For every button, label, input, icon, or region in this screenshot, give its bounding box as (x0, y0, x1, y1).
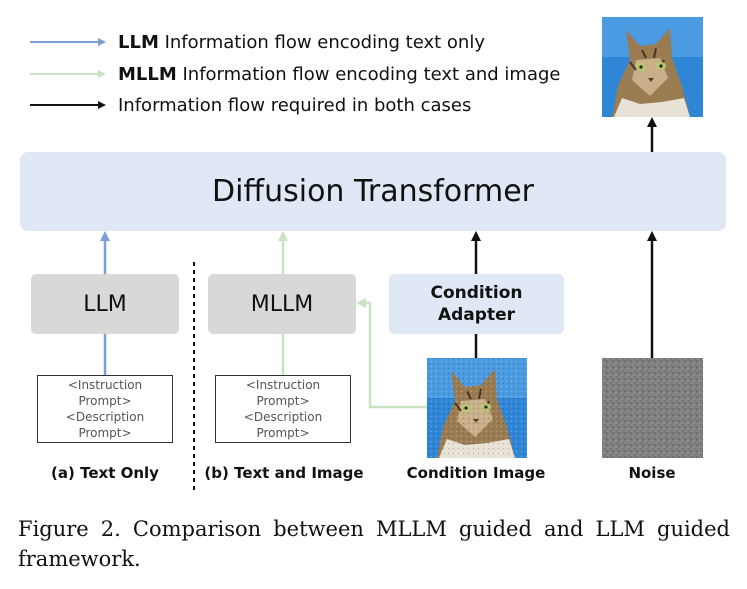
output-cat-image (602, 17, 703, 117)
prompt-box-text-only: <Instruction Prompt> <Description Prompt… (37, 375, 173, 443)
prompt-box-text-image: <Instruction Prompt> <Description Prompt… (215, 375, 351, 443)
prompt-a-line2: Prompt> (78, 394, 132, 408)
label-text-only: (a) Text Only (51, 464, 159, 482)
legend-mllm-arrow-icon (30, 70, 106, 78)
prompt-b-line3: <Description (243, 410, 323, 424)
prompt-a-line1: <Instruction (67, 378, 143, 392)
legend-llm-bold: LLM (118, 31, 159, 53)
prompt-b-line1: <Instruction (245, 378, 321, 392)
legend-mllm-text: Information flow encoding text and image (176, 63, 561, 85)
diffusion-transformer-block: Diffusion Transformer (20, 152, 726, 231)
legend-llm-arrow-icon (30, 38, 106, 46)
condition-adapter-line2: Adapter (437, 305, 515, 325)
legend-llm-text: Information flow encoding text only (158, 31, 485, 53)
llm-block: LLM (31, 274, 179, 334)
condition-adapter-line1: Condition (430, 283, 523, 303)
legend-both-arrow-icon (30, 101, 106, 109)
arrow-image-to-mllm (364, 301, 427, 409)
prompt-a-line3: <Description (65, 410, 145, 424)
figure-caption: Figure 2. Comparison between MLLM guided… (18, 517, 730, 571)
legend-both: Information flow required in both cases (30, 92, 471, 118)
noise-image (602, 358, 703, 458)
condition-adapter-block: Condition Adapter (389, 274, 564, 334)
arrowhead-dit-to-output (647, 117, 657, 127)
legend-llm: LLM Information flow encoding text only (30, 29, 485, 55)
legend-both-text: Information flow required in both cases (118, 94, 472, 116)
arrowhead-noise-to-dit (647, 231, 657, 241)
arrowhead-llm-to-dit (100, 231, 110, 241)
label-text-and-image: (b) Text and Image (204, 464, 364, 482)
arrowhead-adapter-to-dit (471, 231, 481, 241)
legend-mllm-bold: MLLM (118, 63, 177, 85)
label-noise: Noise (628, 464, 676, 482)
arrowhead-mllm-to-dit (278, 231, 288, 241)
prompt-b-line2: Prompt> (256, 394, 310, 408)
legend-mllm: MLLM Information flow encoding text and … (30, 61, 560, 87)
prompt-a-line4: Prompt> (78, 426, 132, 440)
arrowhead-image-to-mllm (356, 298, 366, 308)
condition-cat-image (427, 358, 527, 458)
prompt-b-line4: Prompt> (256, 426, 310, 440)
mllm-block: MLLM (208, 274, 356, 334)
label-condition-image: Condition Image (406, 464, 546, 482)
